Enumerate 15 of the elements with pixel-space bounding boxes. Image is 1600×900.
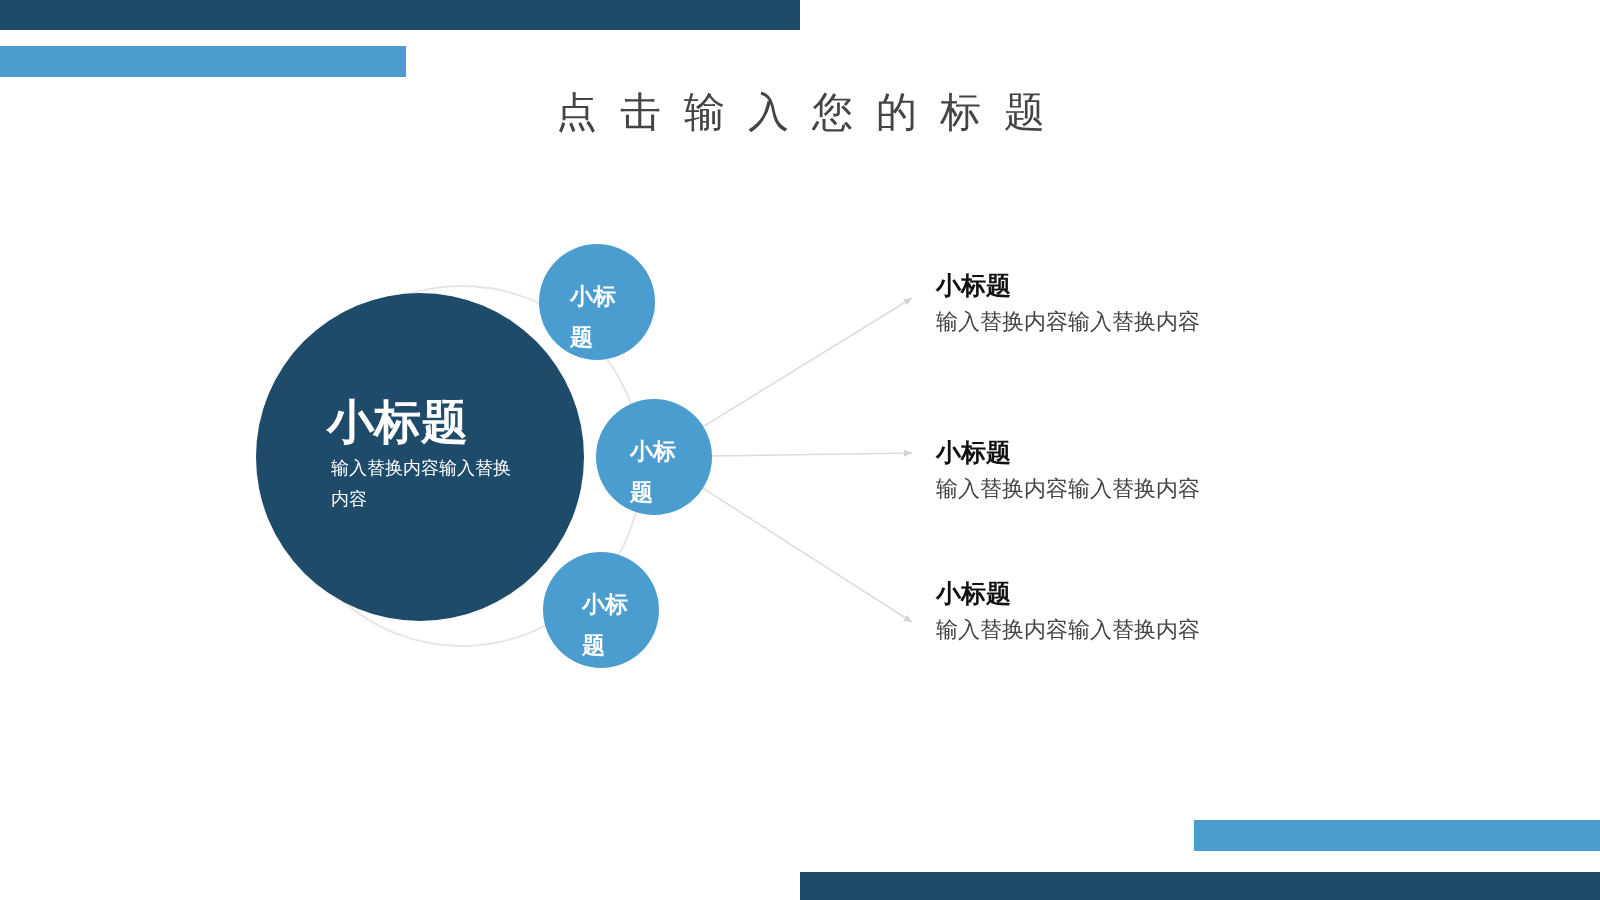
subheading: 小标题 bbox=[936, 578, 1012, 610]
heading: 小标题 bbox=[570, 282, 617, 352]
connector-arrow bbox=[702, 297, 913, 428]
body-text: 输入替换内容输入替换内容 bbox=[331, 456, 512, 511]
connector-arrow bbox=[702, 487, 913, 623]
page-title: 点击输入您的标题 bbox=[554, 87, 1068, 138]
subheading: 小标题 bbox=[936, 270, 1012, 302]
heading: 小标题 bbox=[630, 437, 677, 507]
body-text: 输入替换内容输入替换内容 bbox=[936, 475, 1201, 503]
body-text: 输入替换内容输入替换内容 bbox=[936, 616, 1201, 644]
connector-arrow bbox=[711, 449, 913, 457]
heading: 小标题 bbox=[327, 394, 468, 450]
heading: 小标题 bbox=[582, 590, 629, 660]
body-text: 输入替换内容输入替换内容 bbox=[936, 308, 1201, 336]
subheading: 小标题 bbox=[936, 437, 1012, 469]
